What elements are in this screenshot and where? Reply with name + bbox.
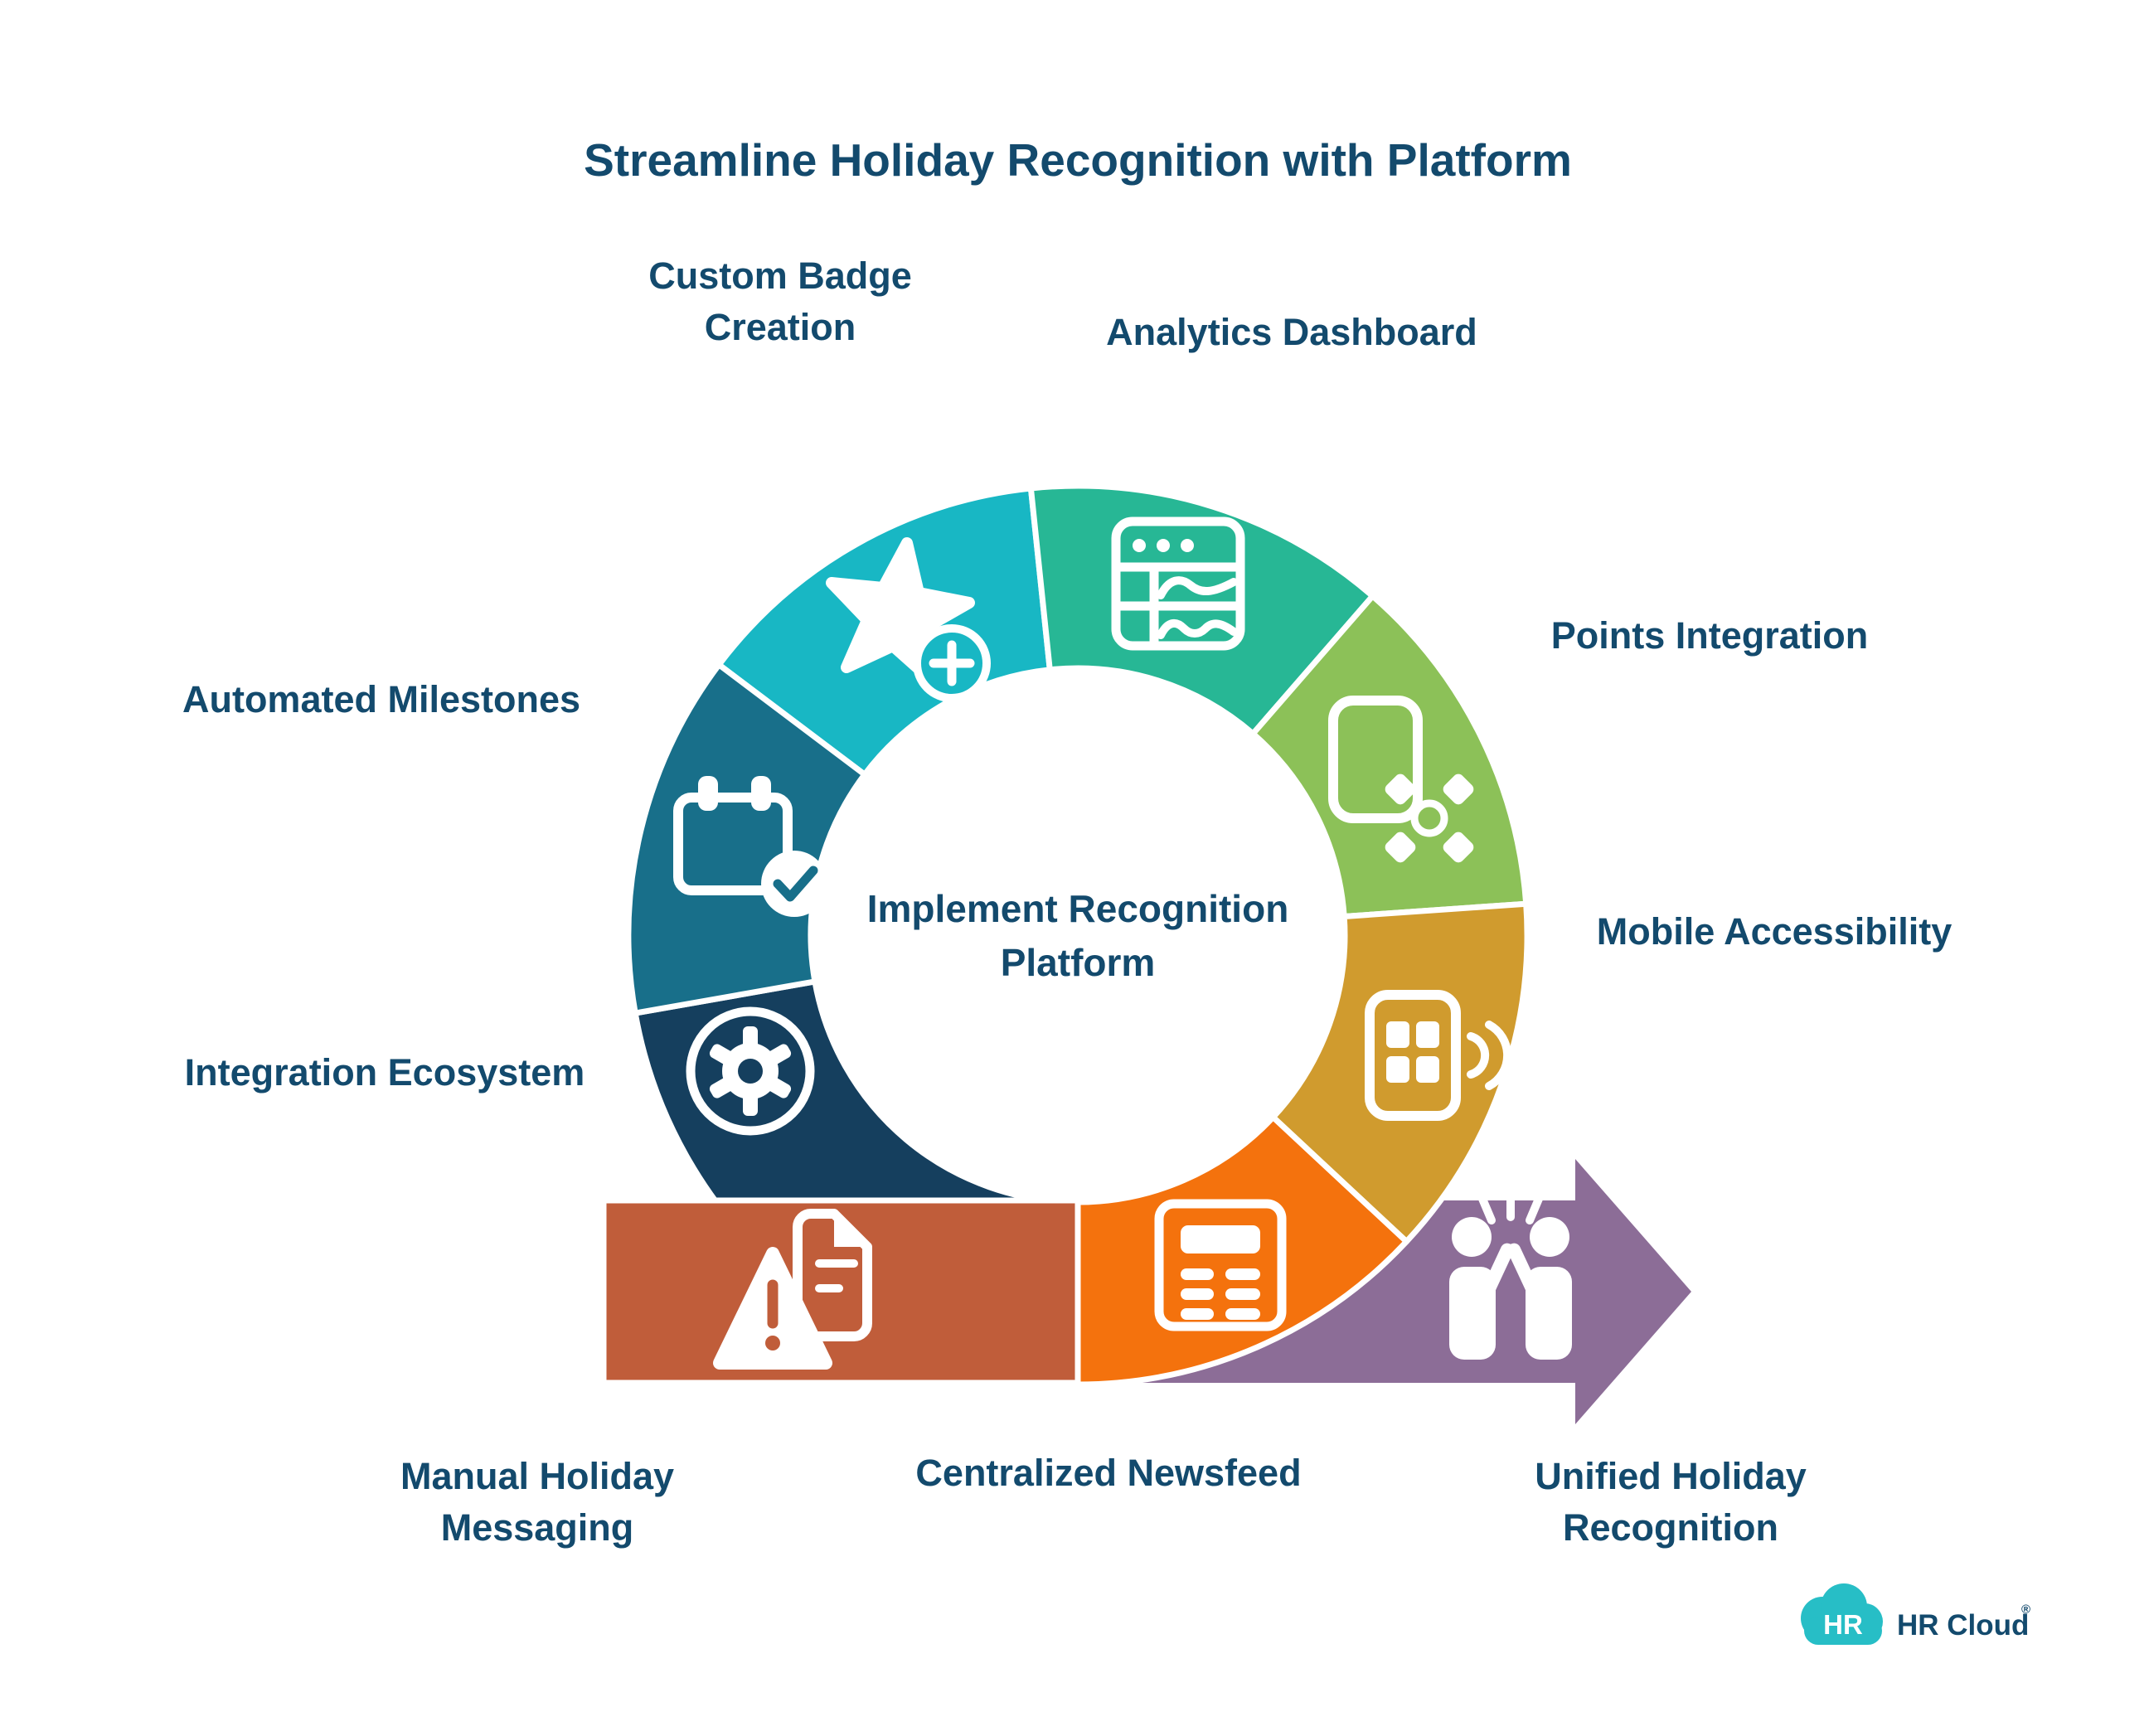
document-warning-icon [713, 1209, 872, 1370]
label-points-integration: Points Integration [1551, 614, 1869, 657]
cloud-icon [1801, 1583, 1883, 1645]
label-centralized-newsfeed: Centralized Newsfeed [915, 1452, 1301, 1494]
center-label-line1: Implement Recognition [867, 887, 1289, 930]
label-integration-ecosystem: Integration Ecosystem [185, 1051, 585, 1093]
newspaper-icon [1154, 1199, 1287, 1331]
segment-labels: Custom Badge Creation Analytics Dashboar… [182, 255, 1952, 1549]
page-title: Streamline Holiday Recognition with Plat… [584, 134, 1572, 186]
center-label: Implement Recognition Platform [867, 887, 1289, 984]
label-manual-holiday-line2: Messaging [441, 1506, 634, 1549]
center-label-line2: Platform [1001, 941, 1156, 984]
label-mobile-accessibility: Mobile Accessibility [1597, 910, 1952, 953]
label-custom-badge-line2: Creation [705, 306, 856, 348]
high-five-icon [1449, 1186, 1572, 1360]
label-automated-milestones: Automated Milestones [182, 678, 580, 720]
logo-registered-mark: ® [2021, 1603, 2030, 1617]
phone-pinwheel-icon [1328, 696, 1474, 863]
gear-icon [686, 1006, 815, 1136]
logo-brand-text: HR Cloud [1897, 1609, 2029, 1641]
calendar-check-icon [673, 776, 827, 917]
phone-sound-waves-icon [1365, 990, 1512, 1121]
label-analytics-dashboard: Analytics Dashboard [1106, 311, 1477, 353]
hr-cloud-logo: HR HR Cloud ® [1801, 1583, 2030, 1645]
logo-badge-text: HR [1823, 1609, 1863, 1640]
label-unified-holiday-line2: Recognition [1563, 1506, 1778, 1549]
label-manual-holiday-line1: Manual Holiday [400, 1455, 674, 1497]
label-custom-badge-line1: Custom Badge [648, 255, 912, 297]
dashboard-icon [1111, 516, 1245, 651]
star-plus-icon [826, 537, 991, 702]
label-unified-holiday-line1: Unified Holiday [1535, 1455, 1807, 1497]
